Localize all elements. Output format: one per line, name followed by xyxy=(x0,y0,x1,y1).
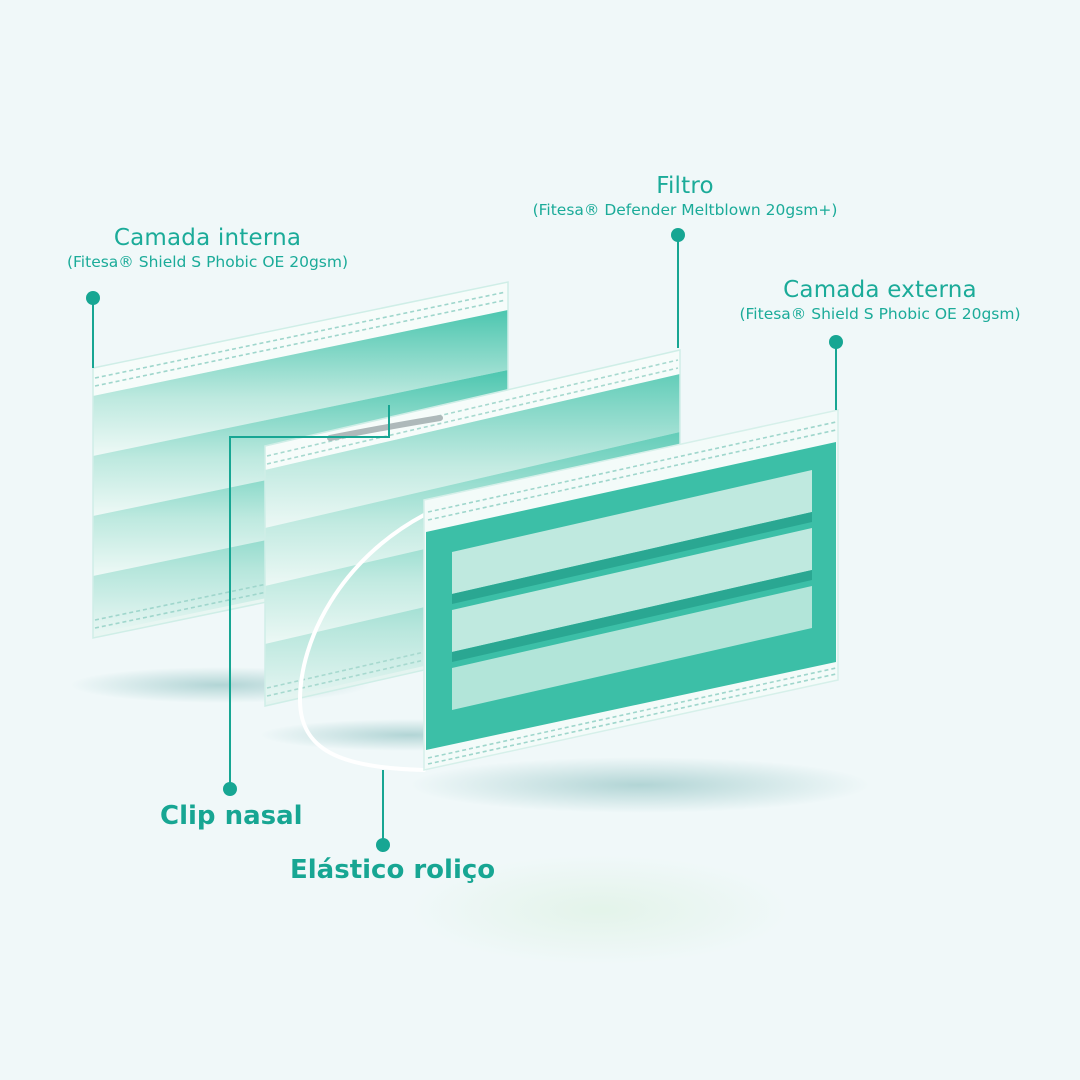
outer-layer-subtitle: (Fitesa® Shield S Phobic OE 20gsm) xyxy=(739,305,1021,323)
inner-layer-dot xyxy=(86,291,100,305)
filter-dot xyxy=(671,228,685,242)
nose-clip-dot xyxy=(223,782,237,796)
outer-layer-title: Camada externa xyxy=(783,277,977,303)
inner-layer-subtitle: (Fitesa® Shield S Phobic OE 20gsm) xyxy=(66,253,349,271)
elastic-dot xyxy=(376,838,390,852)
nose-clip-wire xyxy=(327,415,443,441)
elastic-label: Elástico roliço xyxy=(290,855,496,885)
outer-layer xyxy=(423,409,839,771)
outer-layer-label: Camada externa (Fitesa® Shield S Phobic … xyxy=(690,276,1070,324)
outer-layer-dot xyxy=(829,335,843,349)
inner-layer-label: Camada interna (Fitesa® Shield S Phobic … xyxy=(20,224,395,272)
filter-label: Filtro (Fitesa® Defender Meltblown 20gsm… xyxy=(480,172,890,220)
elastic-loop xyxy=(297,513,426,772)
floor-glow xyxy=(410,855,790,965)
outer-layer-shadow xyxy=(410,757,870,813)
inner-layer-title: Camada interna xyxy=(113,225,302,251)
filter-title: Filtro xyxy=(656,173,714,199)
nose-clip-leader xyxy=(229,405,390,788)
nose-clip-label: Clip nasal xyxy=(160,801,303,831)
filter-subtitle: (Fitesa® Defender Meltblown 20gsm+) xyxy=(532,201,838,219)
